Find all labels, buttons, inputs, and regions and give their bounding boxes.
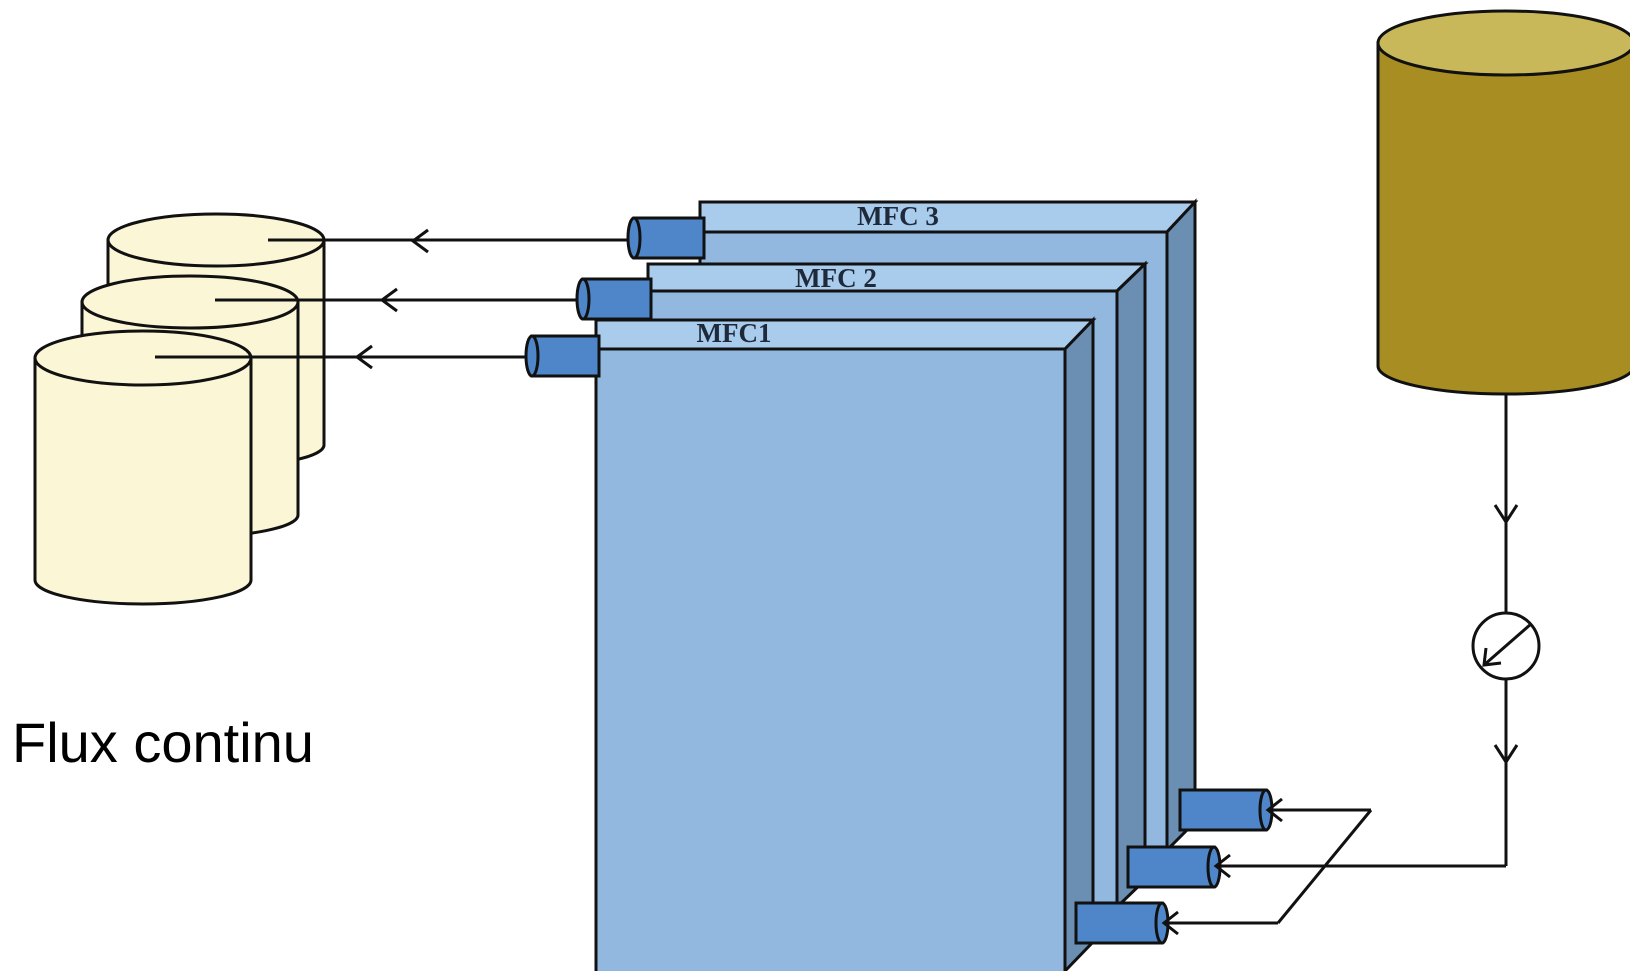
outlet-line-1 xyxy=(155,344,526,370)
outlet-line-3 xyxy=(268,228,628,254)
collector-tank-1 xyxy=(33,329,253,606)
pump-icon xyxy=(1471,611,1541,681)
feed-tank xyxy=(1376,9,1630,396)
outlet-line-2 xyxy=(215,287,577,313)
mfc-2-label: MFC 2 xyxy=(795,263,877,293)
inlet-port-2 xyxy=(1126,845,1222,889)
outlet-port-3 xyxy=(626,216,706,260)
outlet-port-1 xyxy=(524,334,601,378)
arrow-icon xyxy=(410,228,429,254)
feed-line xyxy=(1218,394,1519,868)
inlet-port-3 xyxy=(1178,788,1274,832)
mfc-3-label: MFC 3 xyxy=(857,201,939,231)
inlet-manifold xyxy=(1161,797,1373,936)
arrow-icon xyxy=(1161,910,1179,936)
arrow-icon xyxy=(379,287,398,313)
arrow-icon xyxy=(1493,504,1519,525)
mfc-1-label: MFC1 xyxy=(697,318,772,348)
diagram-caption: Flux continu xyxy=(12,711,314,774)
arrow-icon xyxy=(1213,853,1231,879)
arrow-icon xyxy=(1493,744,1519,765)
arrow-icon xyxy=(354,344,373,370)
mfc-cell-1: MFC1 xyxy=(594,316,1097,971)
outlet-port-2 xyxy=(575,277,653,321)
inlet-port-1 xyxy=(1074,901,1170,945)
arrow-icon xyxy=(1265,797,1283,823)
